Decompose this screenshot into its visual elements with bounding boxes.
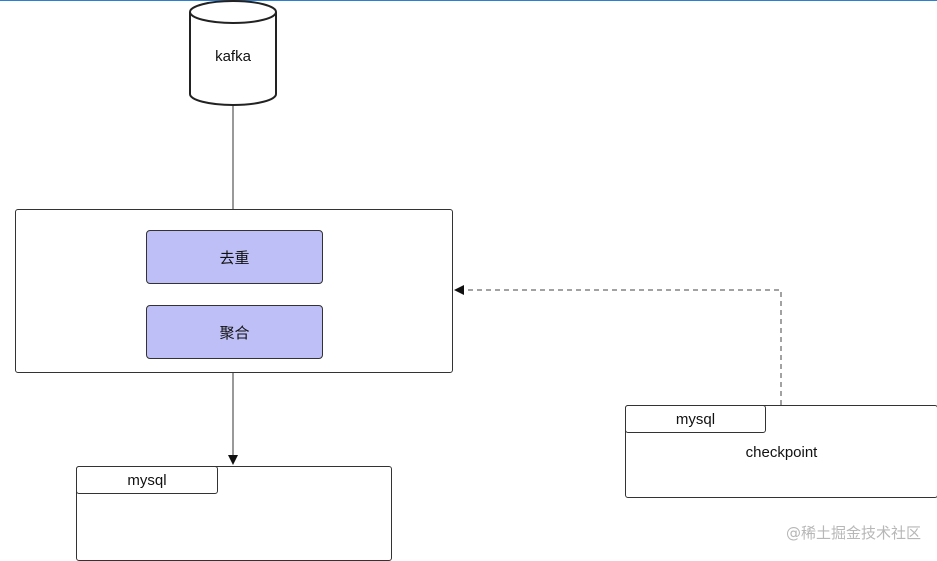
mysql-sink-tab: mysql: [76, 466, 218, 494]
kafka-cylinder: kafka: [189, 0, 277, 106]
checkpoint-label: checkpoint: [745, 444, 818, 461]
checkpoint-restore-arrow: [454, 285, 782, 405]
mysql-sink-table: mysql: [76, 466, 392, 561]
processing-panel: 去重 聚合: [15, 209, 453, 373]
aggregate-step: 聚合: [146, 305, 323, 359]
cylinder-shape: [189, 0, 277, 106]
mysql-checkpoint-table: mysql checkpoint: [625, 405, 937, 498]
window-top-border: [0, 0, 937, 1]
watermark: @稀土掘金技术社区: [785, 524, 921, 542]
dedup-step: 去重: [146, 230, 323, 284]
kafka-label: kafka: [215, 48, 251, 65]
mysql-checkpoint-tab: mysql: [625, 405, 766, 433]
